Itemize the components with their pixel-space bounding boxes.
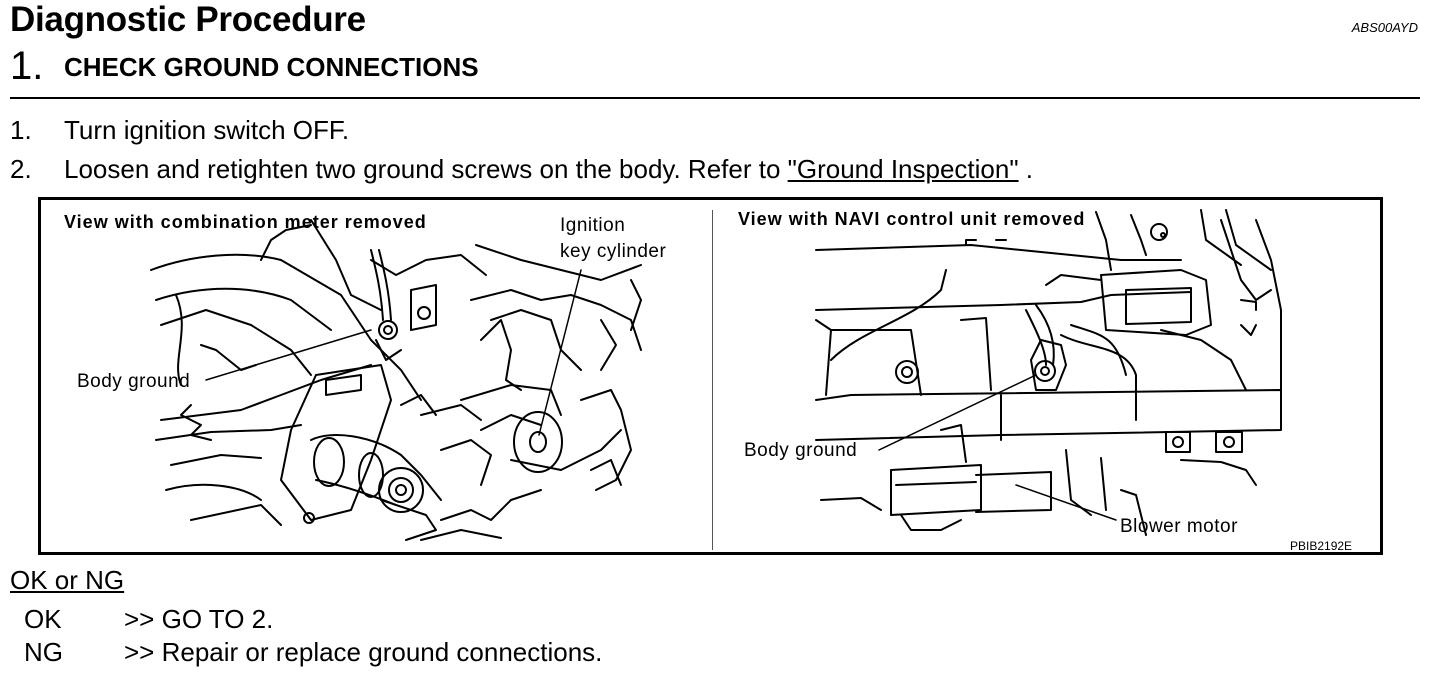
- instruction-number: 1.: [10, 115, 32, 145]
- instruction-suffix: .: [1018, 154, 1034, 184]
- right-view-heading: View with NAVI control unit removed: [738, 209, 1086, 229]
- result-heading: OK or NG: [10, 565, 125, 595]
- document-code: ABS00AYD: [1351, 20, 1418, 35]
- step-title: CHECK GROUND CONNECTIONS: [64, 52, 479, 82]
- result-ng-key: NG: [24, 637, 63, 667]
- instruction-text: Turn ignition switch OFF.: [64, 115, 350, 145]
- figure-code: PBIB2192E: [1290, 539, 1353, 553]
- body-ground-label-right: Body ground: [744, 440, 858, 461]
- result-ng-text: >> Repair or replace ground connections.: [124, 637, 603, 667]
- result-ok-text: >> GO TO 2.: [124, 604, 274, 634]
- instruction-item-2: 2. Loosen and retighten two ground screw…: [10, 153, 1310, 185]
- page-title: Diagnostic Procedure: [10, 0, 366, 39]
- ground-inspection-link[interactable]: "Ground Inspection": [787, 154, 1019, 184]
- right-panel-drawing: [815, 209, 1282, 536]
- body-ground-label-left: Body ground: [77, 371, 191, 392]
- instruction-item-1: 1. Turn ignition switch OFF.: [10, 114, 1210, 146]
- result-ng-row: NG >> Repair or replace ground connectio…: [24, 636, 824, 668]
- result-ok-key: OK: [24, 604, 62, 634]
- ignition-label-line1: Ignition: [560, 215, 626, 236]
- illustration-drawing: [150, 209, 1282, 541]
- illustration-frame: [38, 197, 1383, 555]
- illustration-divider: [712, 210, 713, 550]
- result-ok-row: OK >> GO TO 2.: [24, 603, 824, 635]
- instruction-number: 2.: [10, 154, 32, 184]
- left-view-heading: View with combination meter removed: [64, 212, 427, 232]
- left-panel-drawing: [150, 219, 642, 541]
- header-divider: [10, 97, 1420, 99]
- ignition-label-line2: key cylinder: [560, 241, 667, 262]
- step-number: 1.: [10, 44, 44, 88]
- instruction-text-wrap: Loosen and retighten two ground screws o…: [64, 153, 1033, 185]
- blower-motor-label: Blower motor: [1120, 516, 1238, 537]
- instruction-text: Loosen and retighten two ground screws o…: [64, 154, 788, 184]
